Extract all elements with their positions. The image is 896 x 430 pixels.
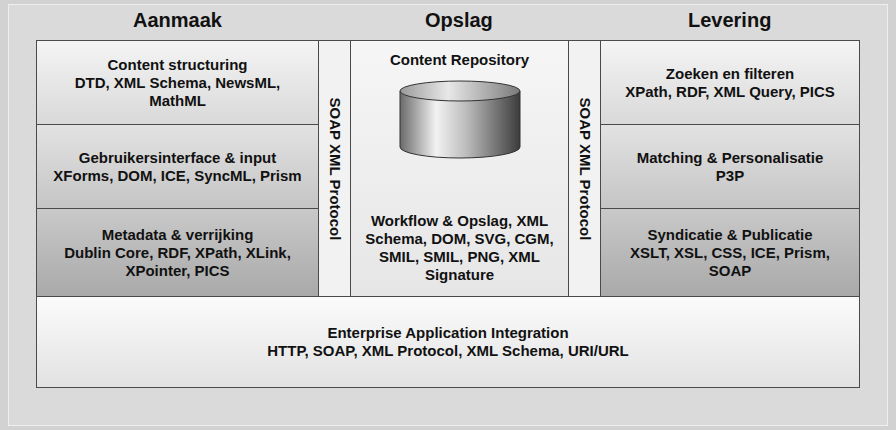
box-heading: SOAP XML Protocol <box>326 97 344 240</box>
box-heading: Content structuring <box>108 56 248 74</box>
box-heading: Content Repository <box>390 51 529 69</box>
category-box: Metadata & verrijkingDublin Core, RDF, X… <box>36 208 319 297</box>
box-heading: Zoeken en filteren <box>666 65 794 83</box>
box-body: Workflow & Opslag, XML Schema, DOM, SVG,… <box>359 212 560 284</box>
protocol-strip: SOAP XML Protocol <box>568 40 601 297</box>
category-box: Matching & PersonalisatieP3P <box>600 124 860 209</box>
database-cylinder <box>395 79 525 161</box>
box-heading: Metadata & verrijking <box>102 226 254 244</box>
protocol-strip: SOAP XML Protocol <box>318 40 351 297</box>
integration-band: Enterprise Application IntegrationHTTP, … <box>36 296 860 388</box>
category-box: Gebruikersinterface & inputXForms, DOM, … <box>36 124 319 209</box>
box-heading: Gebruikersinterface & input <box>79 149 277 167</box>
column-header: Opslag <box>425 9 493 32</box>
box-body: XPath, RDF, XML Query, PICS <box>625 83 835 101</box>
box-heading: Matching & Personalisatie <box>637 149 824 167</box>
box-body: HTTP, SOAP, XML Protocol, XML Schema, UR… <box>267 342 628 360</box>
box-body: P3P <box>716 167 744 185</box>
category-box: Syndicatie & PublicatieXSLT, XSL, CSS, I… <box>600 208 860 297</box>
box-body: DTD, XML Schema, NewsML, MathML <box>47 74 308 110</box>
category-box: Zoeken en filterenXPath, RDF, XML Query,… <box>600 40 860 125</box>
repository-box: Content RepositoryWorkflow & Opslag, XML… <box>350 40 569 297</box>
box-heading: Enterprise Application Integration <box>327 324 568 342</box>
column-header: Aanmaak <box>133 9 222 32</box>
box-body: XSLT, XSL, CSS, ICE, Prism, SOAP <box>611 244 849 280</box>
box-body: Dublin Core, RDF, XPath, XLink, XPointer… <box>47 244 308 280</box>
box-heading: SOAP XML Protocol <box>576 97 594 240</box>
box-body: XForms, DOM, ICE, SyncML, Prism <box>53 167 301 185</box>
box-heading: Syndicatie & Publicatie <box>647 226 812 244</box>
category-box: Content structuringDTD, XML Schema, News… <box>36 40 319 125</box>
column-header: Levering <box>688 9 771 32</box>
